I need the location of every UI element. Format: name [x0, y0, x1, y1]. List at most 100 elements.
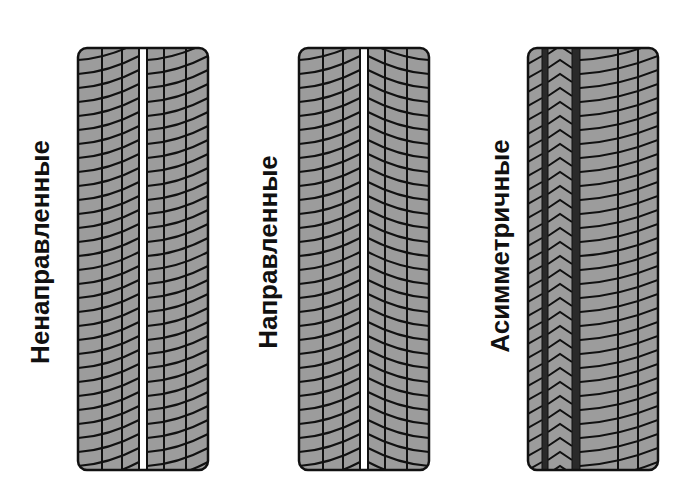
- tread-line: [78, 210, 139, 228]
- tread-line: [78, 252, 139, 270]
- tread-line: [147, 98, 208, 116]
- tread-type-label: Направленные: [254, 155, 283, 349]
- tread-line: [384, 48, 386, 470]
- tread-line: [299, 420, 360, 438]
- tread-line: [299, 294, 360, 312]
- tread-line: [368, 196, 429, 214]
- tread-line: [368, 112, 429, 130]
- tread-line: [548, 74, 572, 82]
- tread-line: [368, 364, 429, 382]
- tread-line: [299, 56, 360, 74]
- tread-line: [78, 350, 139, 368]
- tread-line: [368, 98, 429, 116]
- tread-line: [147, 378, 208, 396]
- tread-line: [528, 84, 542, 92]
- tread-line: [299, 182, 360, 200]
- tread-line: [147, 56, 208, 74]
- tread-line: [368, 406, 429, 424]
- tread-line: [78, 406, 139, 424]
- tread-line: [528, 378, 542, 386]
- tread-line: [147, 84, 208, 102]
- tread-line: [299, 448, 360, 466]
- tread-line: [528, 70, 542, 78]
- tread-line: [548, 410, 572, 418]
- tread-line: [299, 392, 360, 410]
- tread-line: [548, 452, 572, 460]
- tread-line: [101, 48, 103, 470]
- tread-line: [368, 322, 429, 340]
- tread-line: [548, 158, 572, 166]
- tread-line: [528, 392, 542, 400]
- tread-line: [368, 294, 429, 312]
- tread-line: [299, 98, 360, 116]
- tread-line: [548, 396, 572, 404]
- tread-line: [368, 84, 429, 102]
- tread-line: [548, 326, 572, 334]
- tread-line: [147, 48, 208, 60]
- tread-line: [368, 56, 429, 74]
- tread-line: [528, 154, 542, 162]
- tread-line: [299, 434, 360, 452]
- tread-line: [147, 448, 208, 466]
- tread-line: [368, 266, 429, 284]
- tread-line: [342, 48, 344, 470]
- tread-line: [147, 420, 208, 438]
- tread-line: [548, 312, 572, 320]
- tread-line: [528, 140, 542, 148]
- tread-line: [299, 70, 360, 88]
- tread-line: [147, 294, 208, 312]
- tread-line: [548, 354, 572, 362]
- tread-line: [299, 308, 360, 326]
- tread-line: [528, 420, 542, 428]
- tread-line: [78, 378, 139, 396]
- tread-line: [368, 48, 429, 60]
- tread-line: [299, 140, 360, 158]
- tread-line: [299, 364, 360, 382]
- tread-line: [637, 48, 639, 470]
- tread-line: [163, 48, 165, 470]
- tread-line: [368, 378, 429, 396]
- tread-type-label: Ненаправленные: [26, 140, 55, 364]
- tread-line: [548, 88, 572, 96]
- tread-line: [147, 266, 208, 284]
- tread-line: [147, 154, 208, 172]
- tread-line: [528, 406, 542, 414]
- tread-line: [78, 196, 139, 214]
- tread-line: [78, 126, 139, 144]
- tread-line: [78, 112, 139, 130]
- tread-line: [299, 196, 360, 214]
- tread-line: [368, 350, 429, 368]
- tread-line: [78, 294, 139, 312]
- tread-line: [528, 56, 542, 64]
- tread-type-label: Асимметричные: [486, 139, 515, 353]
- tread-line: [528, 294, 542, 302]
- tread-line: [299, 168, 360, 186]
- tread-line: [548, 144, 572, 152]
- tread-line: [299, 154, 360, 172]
- tread-line: [78, 266, 139, 284]
- tire-tread: [299, 48, 429, 470]
- tread-line: [147, 252, 208, 270]
- tread-line: [147, 224, 208, 242]
- tread-line: [528, 168, 542, 176]
- tread-line: [528, 112, 542, 120]
- tread-line: [528, 98, 542, 106]
- tread-line: [78, 364, 139, 382]
- tread-line: [78, 56, 139, 74]
- tread-line: [78, 420, 139, 438]
- tread-line: [147, 406, 208, 424]
- tread-line: [548, 382, 572, 390]
- tread-line: [368, 336, 429, 354]
- tread-line: [368, 126, 429, 144]
- tread-line: [147, 70, 208, 88]
- tread-line: [548, 214, 572, 222]
- tread-line: [528, 224, 542, 232]
- tread-line: [548, 102, 572, 110]
- tread-line: [528, 350, 542, 358]
- tread-line: [78, 168, 139, 186]
- tread-line: [299, 378, 360, 396]
- tread-line: [147, 308, 208, 326]
- dark-groove: [542, 48, 548, 470]
- tread-line: [617, 48, 619, 470]
